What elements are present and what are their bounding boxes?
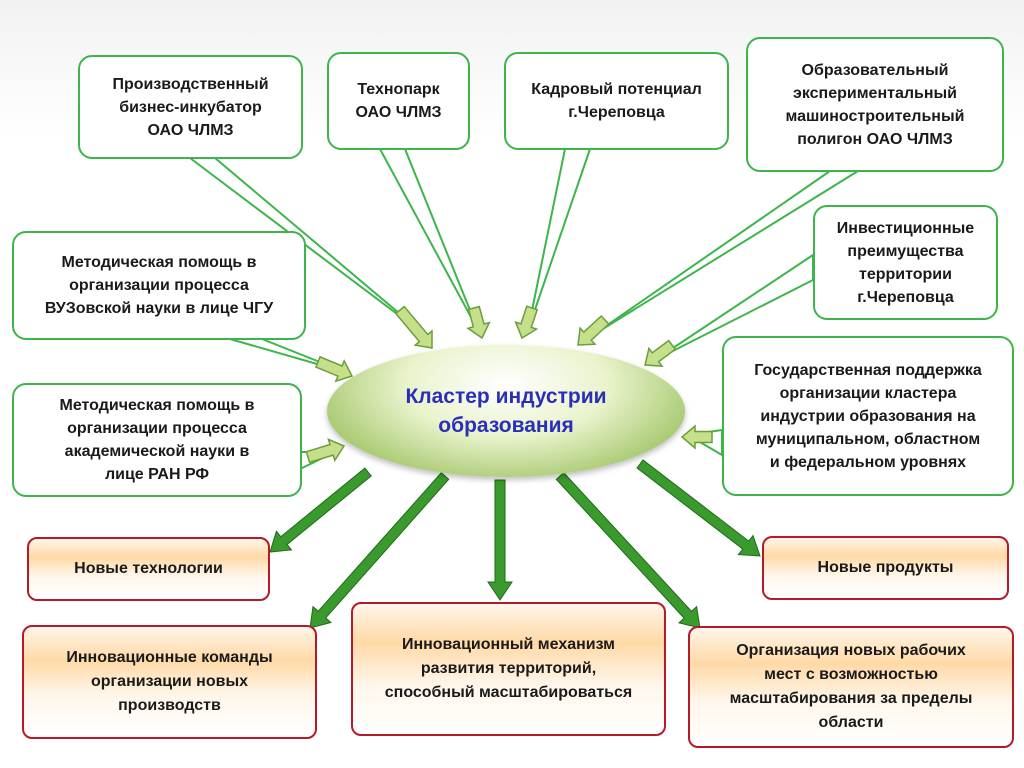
callout-incubator: Производственный бизнес-инкубатор ОАО ЧЛ… [78,55,303,159]
arrow-in-technopark [466,305,491,340]
callout-technopark: Технопарк ОАО ЧЛМЗ [327,52,470,150]
outcome-new-products-text: Новые продукты [817,559,954,576]
arrow-in-university [314,355,354,383]
arrow-in-state [680,424,713,450]
callout-investment: Инвестиционные преимущества территории г… [813,205,998,320]
arrow-out-new-jobs [555,471,701,629]
callout-academy-help-text: Методическая помощь в организации процес… [59,397,255,483]
callout-personnel: Кадровый потенциал г.Череповца [504,52,729,150]
callout-polygon: Образовательный экспериментальный машино… [746,37,1004,172]
arrow-in-personnel [514,305,539,340]
outcome-innovation-mechanism: Инновационный механизм развития территор… [351,602,666,736]
arrow-out-new-tech [269,467,372,553]
cluster-center-label: Кластер индустрии образования [405,385,607,437]
callout-state-support: Государственная поддержка организации кл… [722,336,1014,496]
cluster-center-ellipse: Кластер индустрии образования [327,345,685,477]
arrow-out-teams [309,471,450,629]
outcome-new-jobs: Организация новых рабочих мест с возможн… [688,626,1014,748]
outcome-new-tech-text: Новые технологии [74,560,223,577]
outcome-innovation-teams-text: Инновационные команды организации новых … [66,649,273,714]
callout-tails [189,148,859,471]
callout-incubator-text: Производственный бизнес-инкубатор ОАО ЧЛ… [112,75,269,139]
callout-state-support-text: Государственная поддержка организации кл… [754,361,982,471]
arrow-out-new-products [636,459,761,557]
callout-technopark-text: Технопарк ОАО ЧЛМЗ [355,81,442,121]
arrow-in-polygon [577,314,610,346]
callout-academy-help: Методическая помощь в организации процес… [12,383,302,497]
outcome-new-jobs-text: Организация новых рабочих мест с возможн… [729,642,973,731]
callout-university-help-text: Методическая помощь в организации процес… [44,254,274,317]
arrow-in-investment [644,339,677,367]
outcome-innovation-teams: Инновационные команды организации новых … [22,625,317,739]
outcome-new-tech: Новые технологии [27,537,270,601]
callout-polygon-text: Образовательный экспериментальный машино… [785,61,965,148]
arrow-in-incubator [394,305,433,349]
tail-technopark [379,148,479,331]
arrow-in-academy [305,437,346,464]
callout-university-help: Методическая помощь в организации процес… [12,231,306,340]
tail-personnel [527,148,591,331]
arrow-out-mechanism [487,479,513,601]
outcome-innovation-mechanism-text: Инновационный механизм развития территор… [384,636,633,701]
callout-personnel-text: Кадровый потенциал г.Череповца [531,81,702,121]
callout-investment-text: Инвестиционные преимущества территории г… [836,219,975,306]
flow-arrows [269,305,761,629]
outcome-new-products: Новые продукты [762,536,1009,600]
